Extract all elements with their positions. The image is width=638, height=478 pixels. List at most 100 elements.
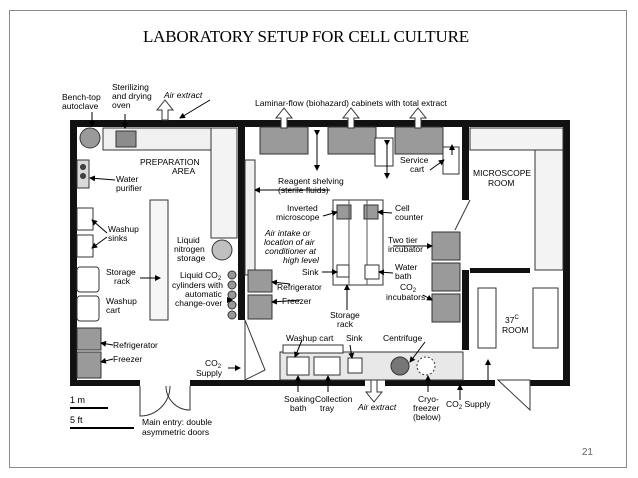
label-air-extract-bottom: Air extract xyxy=(357,402,397,412)
label-storage-rack-center: Storage rack xyxy=(330,310,362,329)
microscope-room-bench-right xyxy=(534,149,564,271)
label-water-bath: Water bath xyxy=(395,262,420,281)
room-37c-shelf-left xyxy=(477,287,497,349)
washup-sink-1 xyxy=(76,207,94,231)
soaking-bath-shape xyxy=(286,356,310,376)
sink-bottom-shape xyxy=(347,357,363,374)
label-cryo-freezer: Cryo- freezer (below) xyxy=(413,394,442,422)
label-air-extract-top: Air extract xyxy=(163,90,203,100)
scale-bars xyxy=(70,407,134,429)
label-two-tier-incubator: Two tier incubator xyxy=(388,235,423,254)
left-room-equipment xyxy=(76,127,238,379)
slide-frame xyxy=(9,10,627,468)
extract-arrow-cab3 xyxy=(408,107,428,129)
label-liquid-co2: Liquid CO2 cylinders with automatic chan… xyxy=(172,270,225,308)
co2-cylinder-4 xyxy=(227,300,237,310)
wall-left xyxy=(70,120,77,385)
extract-arrow-top-left xyxy=(155,99,175,121)
reagent-shelving-shape xyxy=(244,159,256,276)
wall-div-left xyxy=(238,120,245,320)
label-washup-cart-bottom: Washup cart xyxy=(286,333,334,343)
wall-bottom-left xyxy=(70,380,140,386)
label-soaking-bath: Soaking bath xyxy=(284,394,317,413)
label-sink-center: Sink xyxy=(302,267,319,277)
co2-cylinder-1 xyxy=(227,270,237,280)
oven-fill xyxy=(115,130,137,148)
label-storage-rack-left: Storage rack xyxy=(106,267,138,286)
autoclave-shape xyxy=(79,127,101,149)
collection-tray-shape xyxy=(313,356,341,376)
freezer-left-shape xyxy=(76,351,102,379)
washup-cart-bottom-shape xyxy=(282,344,344,354)
label-37c-room: 37C ROOM xyxy=(502,311,528,335)
co2-incubator-2 xyxy=(431,293,461,323)
wall-div-right-lower xyxy=(462,270,469,350)
wall-div-right-upper xyxy=(462,120,469,200)
label-service-cart: Service cart xyxy=(400,155,431,174)
label-refrigerator-center: Refrigerator xyxy=(277,282,322,292)
sink-center-shape xyxy=(336,264,350,278)
label-freezer-center: Freezer xyxy=(282,296,311,306)
label-co2-supply-right: CO2 Supply xyxy=(446,399,491,411)
leader-arrows xyxy=(89,99,491,400)
center-bench-left xyxy=(149,199,169,321)
extract-arrow-cab1 xyxy=(274,107,294,129)
label-washup-sinks: Washup sinks xyxy=(108,224,141,243)
co2-cylinder-3 xyxy=(227,290,237,300)
washup-sink-2 xyxy=(76,234,94,258)
label-freezer-left: Freezer xyxy=(113,354,142,364)
center-room-equipment xyxy=(244,126,464,381)
wall-top-left xyxy=(70,120,240,127)
label-water-purifier: Water purifier xyxy=(116,174,142,193)
label-main-entry: Main entry: double asymmetric doors xyxy=(142,417,214,437)
cryo-freezer-shape xyxy=(416,356,436,376)
label-sterilizing-oven: Sterilizing and drying oven xyxy=(112,82,154,110)
scale-1m-label: 1 m xyxy=(70,395,85,405)
service-cart-right-shape xyxy=(442,146,460,175)
slide-title: LABORATORY SETUP FOR CELL CULTURE xyxy=(143,27,469,46)
label-cell-counter: Cell counter xyxy=(395,203,424,222)
wall-bottom-mid1 xyxy=(190,380,365,386)
cell-counter-shape xyxy=(363,204,379,220)
microscope-room-bench-top xyxy=(469,127,564,151)
doors xyxy=(139,319,266,417)
prep-bench-right xyxy=(210,127,238,239)
laminar-cabinet-2 xyxy=(327,126,377,155)
right-rooms xyxy=(454,127,564,412)
wall-bottom-right xyxy=(530,380,570,386)
water-bath-shape xyxy=(364,264,380,280)
label-sink-bottom: Sink xyxy=(346,333,363,343)
extract-arrow-cab2 xyxy=(341,107,361,129)
label-microscope-room: MICROSCOPE ROOM xyxy=(473,168,533,188)
washup-cart-left-shape xyxy=(76,295,100,322)
extract-arrows xyxy=(155,99,428,403)
label-co2-incubators: CO2 incubators xyxy=(386,282,425,302)
storage-rack-left-shape xyxy=(76,266,100,293)
wall-bottom-mid2 xyxy=(385,380,495,386)
room-37c-shelf-right xyxy=(532,287,559,349)
wall-37c-top xyxy=(470,268,530,273)
label-co2-supply-left: CO2 Supply xyxy=(196,358,223,378)
nitrogen-dewar xyxy=(211,239,233,261)
co2-cylinder-5 xyxy=(227,310,237,320)
refrigerator-left-shape xyxy=(76,327,102,351)
co2-cylinder-2 xyxy=(227,280,237,290)
label-air-intake: Air intake or location of air conditione… xyxy=(264,228,320,265)
wall-top-right xyxy=(465,120,570,127)
label-centrifuge: Centrifuge xyxy=(383,333,422,343)
wall-right xyxy=(563,120,570,385)
label-washup-cart-left: Washup cart xyxy=(106,296,139,315)
label-laminar-flow: Laminar-flow (biohazard) cabinets with t… xyxy=(255,98,447,108)
laminar-cabinet-1 xyxy=(259,126,309,155)
label-preparation-area: PREPARATION AREA xyxy=(140,157,202,176)
laminar-cabinet-3 xyxy=(394,126,444,155)
page-number: 21 xyxy=(581,447,593,458)
label-bench-top-autoclave: Bench-top autoclave xyxy=(62,92,103,111)
two-tier-incubator-shape xyxy=(431,231,461,261)
scale-5ft-label: 5 ft xyxy=(70,415,83,425)
centrifuge-shape xyxy=(390,356,410,376)
extract-arrow-bottom xyxy=(364,379,384,403)
refrigerator-center-shape xyxy=(247,269,273,293)
service-cart-top-shape xyxy=(374,137,394,167)
